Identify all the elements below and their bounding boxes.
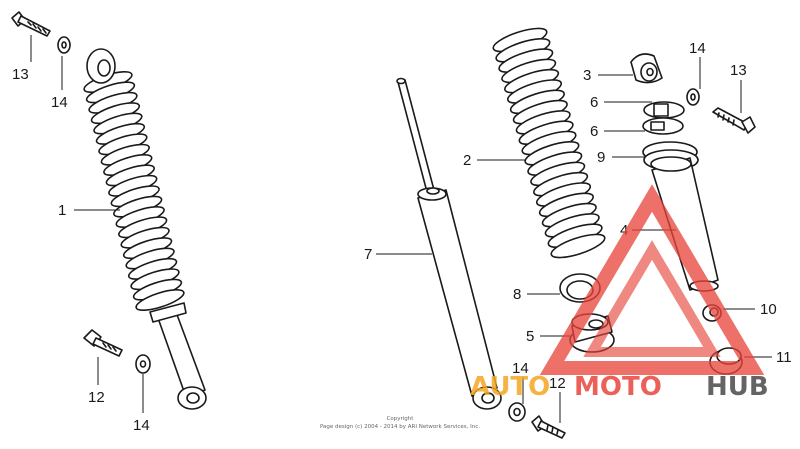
callout-14-right-top: 14 <box>689 40 706 57</box>
washer-14-left <box>57 36 71 54</box>
callout-labels: 13 14 1 12 14 7 2 3 6 6 9 4 8 5 14 13 10… <box>12 40 792 434</box>
upper-mount-eye <box>86 48 116 84</box>
callout-14-left-bottom: 14 <box>133 417 150 434</box>
lower-mount-eye <box>177 386 207 410</box>
free-spring-coils <box>492 27 606 259</box>
washer-14-right-top <box>686 88 700 106</box>
callout-10: 10 <box>760 301 777 318</box>
washer-14-right-lower <box>508 402 526 422</box>
watermark-moto-text: MOTO <box>574 372 662 402</box>
callout-11: 11 <box>776 349 792 366</box>
callout-8: 8 <box>513 286 521 303</box>
damper-unit <box>396 77 502 410</box>
spring-coil <box>550 233 606 259</box>
watermark-hub-text: HUB <box>706 372 769 402</box>
callout-2: 2 <box>463 152 471 169</box>
callout-7: 7 <box>364 246 372 263</box>
callout-4: 4 <box>620 222 628 239</box>
spring-coil <box>135 289 185 311</box>
callout-14-right-bottom: 14 <box>512 360 529 377</box>
callout-12-left: 12 <box>88 389 105 406</box>
callout-5: 5 <box>526 328 534 345</box>
bolt-13-right <box>712 107 756 134</box>
callout-6-upper: 6 <box>590 94 598 111</box>
copyright-notice: Copyright Page design (c) 2004 - 2014 by… <box>320 416 480 430</box>
callout-9: 9 <box>597 149 605 166</box>
bolt-13-left <box>11 11 51 37</box>
bolt-12-right <box>531 415 566 439</box>
callout-14-left-top: 14 <box>51 94 68 111</box>
automotohub-watermark: AUTO MOTO HUB <box>470 184 769 402</box>
leader-lines <box>30 35 772 423</box>
spring-collar-upper <box>643 101 685 119</box>
left-spring-coils <box>83 71 185 311</box>
callout-12-right: 12 <box>549 375 566 392</box>
callout-13-left: 13 <box>12 66 29 83</box>
watermark-auto-text: AUTO <box>470 372 550 402</box>
bolt-12-left <box>83 329 123 357</box>
copyright-line-2: Page design (c) 2004 - 2014 by ARI Netwo… <box>320 424 480 430</box>
washer-14-left-lower <box>135 354 151 374</box>
copyright-line-1: Copyright <box>387 416 415 422</box>
callout-3: 3 <box>583 67 591 84</box>
upper-bush <box>630 53 663 84</box>
callout-1: 1 <box>58 202 66 219</box>
assembled-shock-absorber <box>83 48 207 410</box>
spring-collar-lower <box>642 117 684 135</box>
callout-13-right: 13 <box>730 62 747 79</box>
callout-6-lower: 6 <box>590 123 598 140</box>
